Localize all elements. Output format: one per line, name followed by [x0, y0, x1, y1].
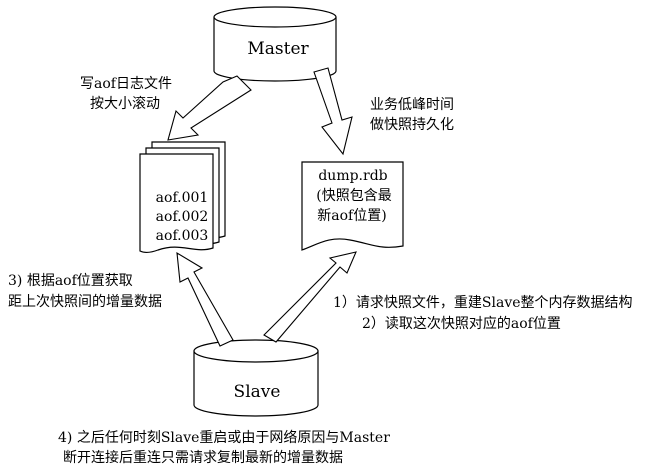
master-cylinder-top: [213, 6, 337, 28]
rdb-doc-icon: [301, 161, 404, 251]
rdb-file-desc: 新aof位置): [317, 208, 386, 224]
block-arrow-icon: [167, 75, 252, 141]
annotation-line: 4) 之后任何时刻Slave重启或由于网络原因与Master: [58, 430, 390, 446]
block-arrow-icon: [176, 251, 234, 347]
slave-label: Slave: [234, 382, 281, 402]
slave-cylinder-top: [193, 339, 319, 363]
annotation-line: 距上次快照间的增量数据: [8, 294, 162, 310]
annotation-line: 写aof日志文件: [80, 76, 172, 92]
annotation-line: 2）读取这次快照对应的aof位置: [362, 315, 561, 332]
annotation-line: 业务低峰时间: [370, 97, 454, 113]
aof-files: aof.001 aof.002 aof.003: [139, 141, 226, 253]
aof-file-name: aof.003: [156, 228, 209, 244]
annotation-line: 断开连接后重连只需请求复制最新的增量数据: [63, 449, 343, 466]
rdb-file-name: dump.rdb: [318, 168, 387, 184]
arrow-master-to-aof: [167, 75, 252, 141]
arrow-slave-to-rdb: [263, 251, 357, 343]
annotation-line: 做快照持久化: [370, 117, 454, 133]
annotation-line: 1）请求快照文件，重建Slave整个内存数据结构: [333, 295, 633, 311]
arrow-master-to-rdb: [313, 67, 353, 156]
slave-cylinder-icon: [193, 351, 319, 417]
block-arrow-icon: [313, 67, 353, 156]
annotation-line: 按大小滚动: [90, 95, 160, 112]
annotation-request-snapshot: 1）请求快照文件，重建Slave整个内存数据结构 2）读取这次快照对应的aof位…: [333, 295, 633, 332]
master-node: Master: [213, 6, 337, 82]
aof-file-name: aof.001: [156, 190, 209, 206]
annotation-restart: 4) 之后任何时刻Slave重启或由于网络原因与Master 断开连接后重连只需…: [58, 430, 390, 466]
annotation-snapshot: 业务低峰时间 做快照持久化: [370, 97, 454, 133]
rdb-file-desc: (快照包含最: [316, 188, 391, 204]
annotation-line: 3) 根据aof位置获取: [8, 273, 133, 289]
master-cylinder-icon: [213, 17, 337, 82]
arrow-slave-to-aof: [176, 251, 234, 347]
block-arrow-icon: [263, 251, 357, 343]
aof-file-name: aof.002: [156, 209, 209, 225]
slave-node: Slave: [193, 339, 319, 417]
rdb-file: dump.rdb (快照包含最 新aof位置): [301, 161, 404, 251]
master-label: Master: [247, 39, 309, 59]
annotation-fetch-aof: 3) 根据aof位置获取 距上次快照间的增量数据: [8, 273, 162, 310]
aof-doc-front-icon: [139, 153, 214, 253]
annotation-write-aof: 写aof日志文件 按大小滚动: [80, 76, 172, 112]
